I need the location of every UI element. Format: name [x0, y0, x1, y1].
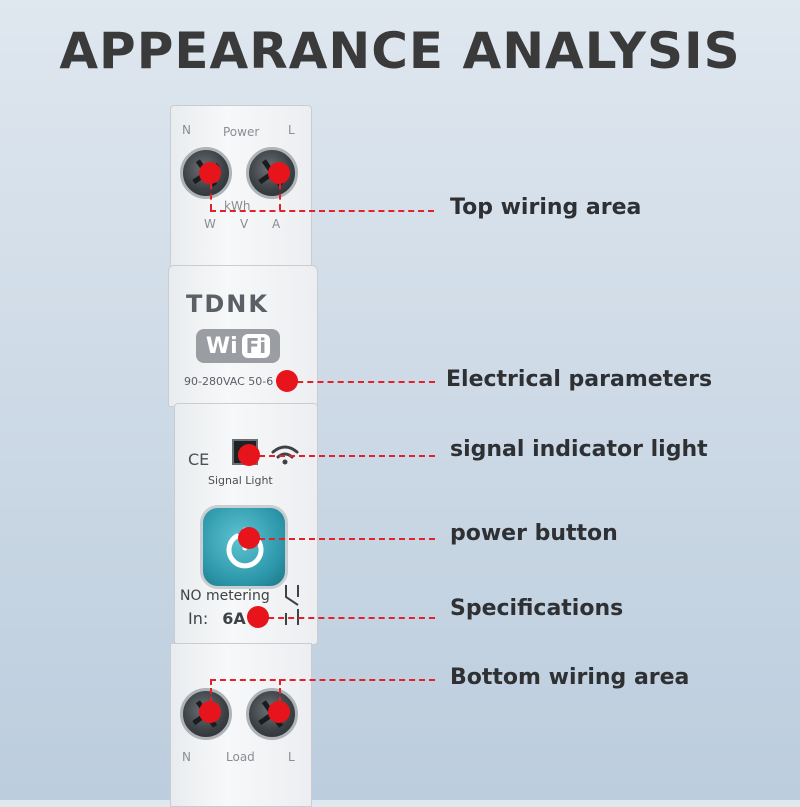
meter-v-label: V [240, 217, 249, 231]
callout-leader-line [249, 455, 435, 457]
smart-breaker-device: N Power L kWh W V A TDNK Wi Fi 90-280VAC… [168, 105, 328, 807]
callout-label-bottom-wiring: Bottom wiring area [450, 665, 690, 690]
callout-leader-line [287, 381, 435, 383]
callout-dot [268, 162, 290, 184]
bottom-terminal-l-label: L [288, 750, 295, 764]
meter-w-label: W [204, 217, 216, 231]
wifi-signal-icon [271, 445, 299, 465]
current-rating: In: 6A [188, 609, 246, 628]
top-terminal-l-label: L [288, 123, 295, 137]
metering-label: NO metering [180, 588, 270, 604]
callout-connector [210, 679, 212, 712]
callout-label-signal-indicator: signal indicator light [450, 437, 708, 462]
callout-dot [199, 701, 221, 723]
top-power-label: Power [223, 125, 260, 139]
callout-connector [279, 173, 281, 210]
callout-dot [247, 606, 269, 628]
bottom-load-label: Load [226, 750, 255, 764]
callout-connector [210, 173, 212, 210]
ce-mark: CE [188, 450, 210, 469]
callout-label-top-wiring: Top wiring area [450, 195, 642, 220]
bottom-terminal-n-label: N [182, 750, 191, 764]
callout-dot [238, 444, 260, 466]
callout-leader-line [258, 617, 435, 619]
callout-leader-line [210, 679, 435, 681]
callout-label-power-button: power button [450, 521, 618, 546]
rating-value: 6A [222, 609, 246, 628]
callout-label-specifications: Specifications [450, 596, 624, 621]
callout-dot [268, 701, 290, 723]
brand-logo: TDNK [186, 290, 269, 318]
callout-leader-line [249, 538, 435, 540]
wifi-badge-right-text: Fi [241, 334, 271, 358]
kwh-label: kWh [224, 199, 251, 213]
callout-dot [276, 370, 298, 392]
callout-connector [279, 679, 281, 712]
wifi-badge: Wi Fi [196, 329, 280, 363]
page-title: APPEARANCE ANALYSIS [59, 22, 741, 80]
rating-prefix: In: [188, 609, 209, 628]
wifi-badge-left-text: Wi [205, 333, 238, 359]
callout-dot [238, 527, 260, 549]
callout-dot [199, 162, 221, 184]
callout-label-electrical-parameters: Electrical parameters [446, 367, 713, 392]
relay-contact-icon [285, 585, 299, 625]
top-terminal-n-label: N [182, 123, 191, 137]
voltage-rating-text: 90-280VAC 50-6 [184, 375, 274, 388]
signal-light-label: Signal Light [208, 474, 273, 487]
callout-leader-line [210, 210, 434, 212]
meter-a-label: A [272, 217, 281, 231]
